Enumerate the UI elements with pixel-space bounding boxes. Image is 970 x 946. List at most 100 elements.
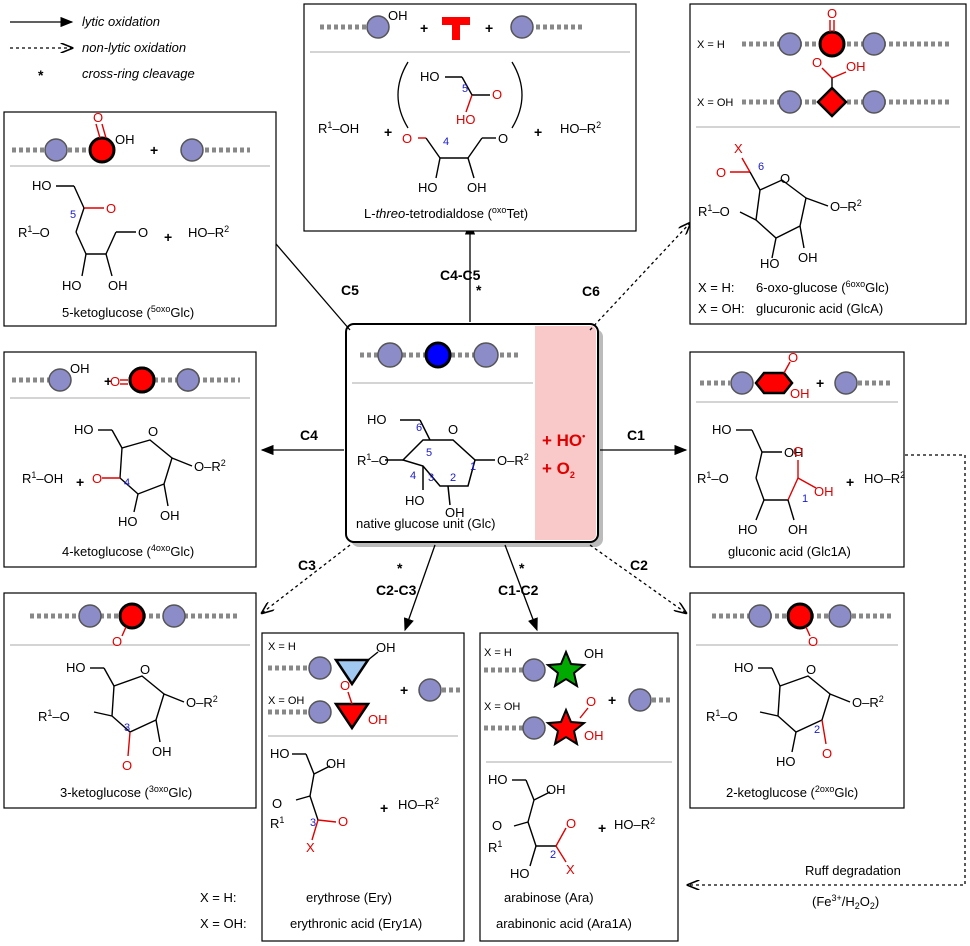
svg-text:+: +: [164, 229, 172, 245]
box-4-ketoglucose: OH + O HO O R1–OH + O 4 O–R2 HO OH 4-ket…: [3, 351, 257, 568]
svg-text:+: +: [608, 692, 616, 708]
svg-text:O: O: [106, 201, 116, 216]
svg-text:HO: HO: [734, 660, 754, 675]
svg-text:O: O: [780, 171, 790, 186]
label-star-c2c3: *: [397, 560, 403, 576]
svg-text:OH: OH: [798, 250, 818, 265]
svg-text:HO: HO: [488, 772, 508, 787]
svg-text:OH: OH: [70, 361, 90, 376]
center-num2: 2: [450, 472, 456, 484]
svg-text:HO: HO: [32, 178, 52, 193]
box-5-ketoglucose: O OH + HO O 5 R1–O O + HO–R2 HO OH 5-ket…: [3, 110, 277, 327]
svg-text:OH: OH: [368, 712, 388, 727]
svg-text:O: O: [793, 444, 803, 459]
center-or2: O–R: [497, 453, 524, 468]
k3-sup: 3oxo: [149, 784, 169, 794]
ruff-line2: (Fe: [812, 894, 832, 909]
svg-text:O: O: [806, 662, 816, 677]
k5-sup: 5oxo: [151, 304, 171, 314]
ery-xh: X = H: [268, 641, 296, 653]
svg-text:3: 3: [124, 722, 130, 734]
box-c6: X = H O X = OH O OH X O 6 O R1–O: [689, 3, 967, 325]
svg-text:O: O: [448, 422, 458, 437]
svg-text:O: O: [338, 814, 348, 829]
svg-text:O: O: [148, 424, 158, 439]
c6-cap1a: X = H:: [698, 280, 735, 295]
svg-text:5: 5: [70, 209, 76, 221]
svg-text:HO: HO: [405, 493, 425, 508]
svg-text:O: O: [498, 131, 508, 146]
svg-text:+: +: [380, 800, 388, 816]
ruff-end: O: [860, 894, 870, 909]
svg-text:HO: HO: [456, 112, 476, 127]
label-c2c3: C2-C3: [376, 582, 417, 598]
svg-text:O: O: [340, 678, 350, 693]
svg-text:2: 2: [814, 724, 820, 736]
svg-text:O: O: [92, 471, 102, 486]
svg-text:O–R2: O–R2: [852, 694, 884, 710]
center-reagent2: + O: [542, 459, 570, 478]
svg-text:O: O: [272, 796, 282, 811]
svg-text:O: O: [716, 165, 726, 180]
gluconic-caption: gluconic acid (Glc1A): [728, 544, 851, 559]
label-star-c1c2: *: [519, 560, 525, 576]
ruff-sub2: 2: [870, 901, 875, 911]
box-erythrose: X = H OH X = OH O OH + HO OH O R1 3 O: [261, 632, 465, 942]
svg-text:O: O: [138, 225, 148, 240]
arrow-labels: C4-C5 * C5 C6 C4 C1 C3 C2 * C2-C3 * C1-C…: [298, 267, 901, 911]
svg-text:+: +: [816, 375, 824, 391]
ery-cap1: erythrose (Ery): [306, 890, 392, 905]
c6-xoh: X = OH: [697, 97, 733, 109]
svg-text:O: O: [492, 818, 502, 833]
box-3-ketoglucose: O HO O R1–O 3 O–R2 O OH 3-ketoglucose (3…: [3, 592, 257, 809]
svg-text:OH: OH: [376, 640, 396, 655]
svg-text:+: +: [150, 142, 158, 158]
svg-text:X: X: [566, 862, 575, 877]
svg-text:O: O: [402, 131, 412, 146]
box-gluconic: O OH + HO OH O R1–O 1 OH + HO–R2 HO OH g…: [689, 350, 905, 568]
svg-text:2: 2: [550, 849, 556, 861]
svg-text:OH: OH: [584, 646, 604, 661]
svg-text:HO–R2: HO–R2: [560, 120, 601, 136]
center-box: HO 6 O R1–O 5 4 3 2 1 O–R2 HO OH native …: [345, 323, 603, 547]
k4-sup: 4oxo: [151, 543, 171, 553]
ery-xoh: X = OH: [268, 695, 304, 707]
svg-text:R1–O: R1–O: [357, 452, 389, 468]
label-c2: C2: [630, 557, 648, 573]
svg-text:X: X: [306, 840, 315, 855]
label-c1: C1: [627, 427, 645, 443]
tet-italic: threo: [376, 206, 406, 221]
k5-end: Glc): [170, 305, 194, 320]
svg-text:+: +: [104, 373, 112, 389]
svg-text:+: +: [598, 820, 606, 836]
svg-text:HO–R2: HO–R2: [398, 796, 439, 812]
label-c3: C3: [298, 557, 316, 573]
svg-text:R1–O: R1–O: [706, 708, 738, 724]
legend-star: *: [38, 67, 44, 83]
svg-text:HO–R2: HO–R2: [614, 816, 655, 832]
ara-xh: X = H: [484, 647, 512, 659]
tet-prefix: L-: [364, 206, 376, 221]
svg-text:R1–O: R1–O: [38, 708, 70, 724]
c6-end: Glc): [865, 280, 889, 295]
k2-end: Glc): [834, 785, 858, 800]
svg-text:HO–R2: HO–R2: [864, 470, 905, 486]
svg-text:O: O: [788, 350, 798, 365]
box-2-ketoglucose: O HO O R1–O 2 O–R2 HO O 2-ketoglucose (2…: [689, 592, 905, 809]
svg-text:+: +: [534, 124, 542, 140]
center-reagent1: + HO: [542, 431, 582, 450]
center-ho: HO: [367, 412, 387, 427]
k4-caption: 4-ketoglucose (: [62, 544, 152, 559]
c6-cap2a: X = OH:: [698, 301, 745, 316]
svg-text:O: O: [122, 758, 132, 773]
svg-text:O–R2: O–R2: [186, 694, 218, 710]
box-tetrodialdose: OH + + HO O HO 5 R1–OH + + HO–R2 O: [303, 3, 637, 232]
ara-cap1: arabinose (Ara): [504, 890, 594, 905]
svg-text:4: 4: [124, 477, 130, 489]
label-c4: C4: [300, 427, 318, 443]
svg-text:HO: HO: [760, 256, 780, 271]
svg-text:+ HO•: + HO•: [542, 431, 585, 450]
svg-text:OH: OH: [108, 278, 128, 293]
svg-text:O–R2: O–R2: [497, 452, 529, 468]
c6-sup: 6oxo: [846, 279, 866, 289]
